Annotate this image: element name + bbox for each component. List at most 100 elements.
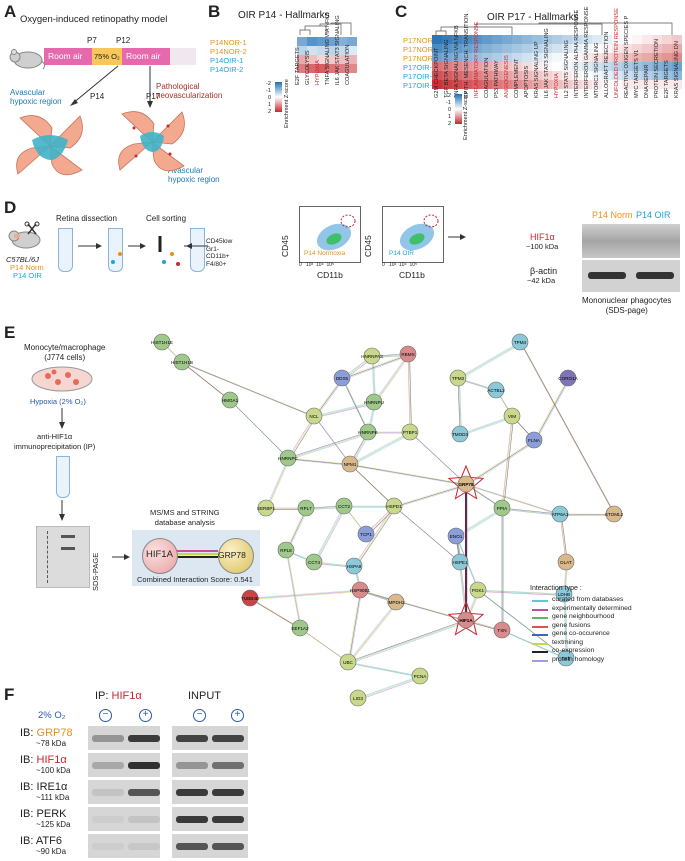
heatmap-c-cell bbox=[662, 62, 672, 71]
network-edge bbox=[477, 589, 565, 595]
heatmap-c-cell bbox=[482, 53, 492, 62]
heatmap-c-cell bbox=[592, 44, 602, 53]
network-node bbox=[365, 393, 383, 411]
b-row-1: P14NOR-1 bbox=[210, 38, 247, 47]
network-node bbox=[487, 381, 505, 399]
network-edge bbox=[534, 378, 570, 441]
panel-label-e: E bbox=[4, 323, 16, 342]
network-edge bbox=[519, 341, 615, 515]
heatmap-b-cell bbox=[317, 55, 327, 64]
sds-gel-image bbox=[36, 526, 90, 588]
heatmap-c-cell bbox=[642, 53, 652, 62]
heatmap-b-cell bbox=[327, 64, 337, 73]
network-edge bbox=[408, 354, 412, 433]
network-edge bbox=[249, 589, 361, 599]
legend-label: protein homology bbox=[552, 655, 605, 663]
ip-blot-image bbox=[88, 780, 160, 804]
heatmap-b-cell bbox=[337, 64, 347, 73]
avascular-label-2: Avascular hypoxic region bbox=[168, 166, 220, 184]
network-node bbox=[257, 499, 275, 517]
heatmap-b-cell bbox=[307, 64, 317, 73]
plus-icon: + bbox=[139, 709, 152, 722]
network-node-label: EEF1A2 bbox=[291, 626, 309, 631]
heatmap-c-cell bbox=[642, 35, 652, 44]
timeline-tail bbox=[170, 48, 196, 65]
legend-swatch bbox=[532, 659, 548, 662]
c-legend-bar bbox=[455, 94, 462, 124]
heatmap-c-cell bbox=[512, 53, 522, 62]
legend-label: co-expression bbox=[552, 647, 595, 654]
heatmap-c-cell bbox=[622, 53, 632, 62]
b-col-2: GLYCOLYSIS bbox=[305, 50, 311, 85]
heatmap-c-cell bbox=[472, 71, 482, 80]
e-arrow-1 bbox=[59, 408, 65, 429]
legend-swatch bbox=[532, 600, 548, 602]
network-node-label: TMOD3 bbox=[452, 432, 469, 437]
heatmap-c-cell bbox=[472, 53, 482, 62]
network-node bbox=[357, 525, 375, 543]
network-edge bbox=[535, 379, 570, 442]
room-air-bar-2 bbox=[122, 48, 170, 65]
network-edge bbox=[467, 485, 562, 516]
cells-label: Monocyte/macrophage (J774 cells) bbox=[24, 343, 106, 362]
network-node bbox=[457, 611, 475, 629]
heatmap-c-cell bbox=[482, 62, 492, 71]
network-node-label: TPM4 bbox=[514, 340, 527, 345]
heatmap-b bbox=[297, 37, 357, 73]
network-edge bbox=[343, 355, 410, 380]
network-edge bbox=[393, 483, 467, 507]
network-node bbox=[605, 505, 623, 523]
mouse-scissors-icon bbox=[8, 221, 41, 249]
heatmap-c-cell bbox=[472, 80, 482, 89]
ib-prefix: IB: bbox=[20, 754, 37, 766]
c-col-label: REACTIVE OXIGEN SPECIES P bbox=[624, 15, 630, 98]
heatmap-b-cell bbox=[337, 37, 347, 46]
network-node bbox=[221, 391, 239, 409]
heatmap-c-cell bbox=[532, 35, 542, 44]
network-node-label: LIG3 bbox=[353, 696, 363, 701]
retina-p14-image bbox=[16, 115, 83, 176]
ip-header: IP: HIF1α bbox=[95, 690, 142, 702]
heatmap-c-cell bbox=[462, 35, 472, 44]
flow2-yaxis: CD45 bbox=[363, 235, 373, 257]
heatmap-b-cell bbox=[297, 37, 307, 46]
network-node bbox=[399, 345, 417, 363]
heatmap-c-cell bbox=[472, 35, 482, 44]
network-node-label: ACTBL2 bbox=[487, 388, 505, 393]
network-edge bbox=[409, 355, 412, 434]
network-edge bbox=[288, 458, 351, 466]
network-edge bbox=[501, 415, 513, 509]
ib-label: IB: ATF6 bbox=[20, 835, 62, 847]
legend-label: gene fusions bbox=[552, 621, 591, 629]
network-edge bbox=[315, 507, 346, 564]
heatmap-c-cell bbox=[652, 71, 662, 80]
p14-oir-label: P14 OIR bbox=[13, 271, 42, 280]
network-edge bbox=[360, 590, 467, 622]
network-edge bbox=[455, 507, 503, 537]
network-edge bbox=[350, 432, 411, 466]
network-node bbox=[493, 621, 511, 639]
network-edge bbox=[349, 663, 422, 678]
network-edge bbox=[460, 416, 513, 436]
network-edge bbox=[314, 506, 346, 563]
c-col-label: INTERFERON GAMMA RESPONSE bbox=[584, 6, 590, 98]
heatmap-c-cell bbox=[552, 71, 562, 80]
heatmap-b-cell bbox=[297, 55, 307, 64]
network-node-label: CCT4 bbox=[308, 560, 320, 565]
heatmap-c-cell bbox=[462, 80, 472, 89]
ib-kda: ~100 kDa bbox=[36, 766, 71, 775]
c-col-label: INTERFERON ALPHA RESPONSE bbox=[574, 9, 580, 98]
b-legend-tick-3: 0 bbox=[268, 95, 272, 101]
network-node bbox=[457, 475, 475, 493]
network-edge bbox=[458, 342, 521, 380]
network-node-label: GRP78 bbox=[458, 482, 474, 487]
legend-label: gene co-occurence bbox=[552, 630, 610, 637]
legend-label: textmining bbox=[552, 638, 583, 646]
network-edge bbox=[313, 401, 375, 417]
ib-target: PERK bbox=[36, 808, 67, 820]
heatmap-c-cell bbox=[602, 62, 612, 71]
heatmap-c-cell bbox=[442, 35, 452, 44]
heatmap-b-cell bbox=[337, 46, 347, 55]
heatmap-c-cell bbox=[662, 80, 672, 89]
heatmap-c-cell bbox=[672, 71, 682, 80]
